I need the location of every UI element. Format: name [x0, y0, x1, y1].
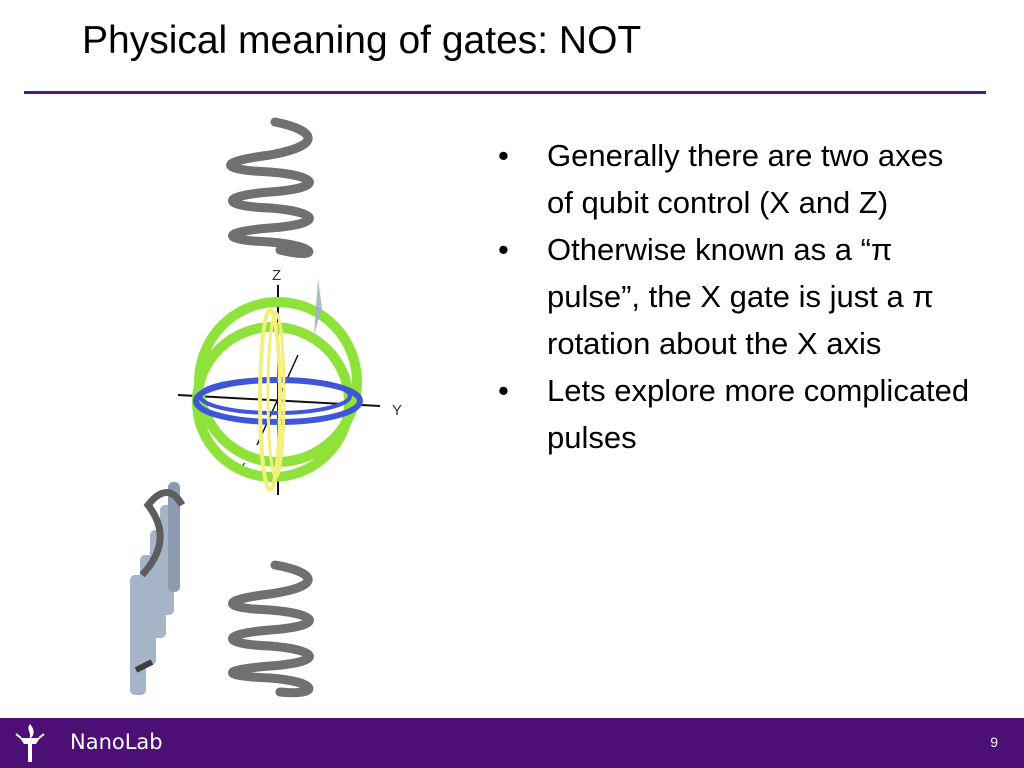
axis-label-z: Z	[272, 267, 281, 284]
slide-title: Physical meaning of gates: NOT	[82, 19, 642, 62]
bullet-list: • Generally there are two axes of qubit c…	[490, 132, 970, 461]
bloch-figure: Z Y X	[130, 117, 402, 698]
list-item: • Lets explore more complicated pulses	[490, 367, 970, 461]
bullet-dot: •	[498, 138, 509, 173]
bullet-dot: •	[498, 373, 509, 408]
list-item: • Otherwise known as a “π pulse”, the X g…	[490, 226, 970, 367]
list-item: • Generally there are two axes of qubit c…	[490, 132, 970, 226]
bullet-text: Otherwise known as a “π pulse”, the X ga…	[547, 232, 934, 361]
page-number: 9	[990, 734, 998, 750]
torch-logo-icon	[15, 724, 45, 762]
bloch-sphere-icon: Z Y X	[177, 267, 402, 495]
footer-lab-name: NanoLab	[70, 730, 163, 754]
bullet-dot: •	[498, 232, 509, 267]
pulse-stack-icon	[130, 482, 186, 695]
axis-label-y: Y	[392, 402, 402, 419]
coil-icon	[226, 117, 314, 259]
title-divider	[24, 91, 986, 94]
coil-icon	[228, 560, 314, 698]
bullet-text: Generally there are two axes of qubit co…	[547, 138, 944, 220]
bullet-text: Lets explore more complicated pulses	[547, 373, 970, 455]
footer-bar: NanoLab 9	[0, 718, 1024, 768]
